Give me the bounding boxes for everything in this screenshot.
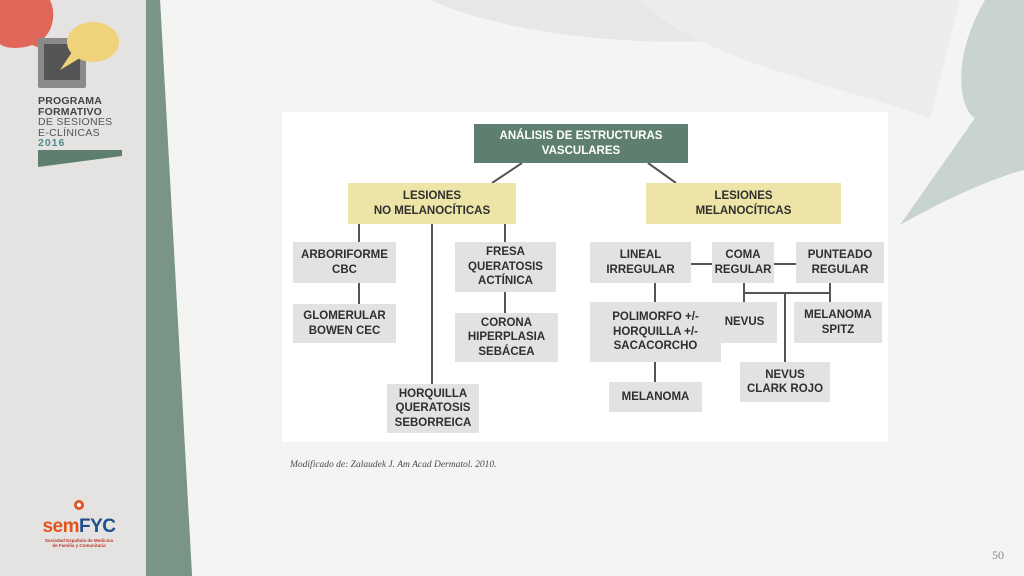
- node-punteado: PUNTEADO REGULAR: [796, 242, 884, 283]
- sidebar-stripe: [146, 0, 192, 576]
- program-underline: [38, 150, 122, 167]
- node-melanoma-spitz: MELANOMA SPITZ: [794, 302, 882, 343]
- semfyc-subtitle-2: de Familia y Comunitaria: [52, 543, 106, 548]
- node-polimorfo: POLIMORFO +/- HORQUILLA +/- SACACORCHO: [590, 302, 721, 362]
- node-horquilla: HORQUILLA QUERATOSIS SEBORREICA: [387, 384, 479, 433]
- node-melanoma: MELANOMA: [609, 382, 702, 412]
- node-corona: CORONA HIPERPLASIA SEBÁCEA: [455, 313, 558, 362]
- semfyc-wordmark-a: sem: [42, 516, 80, 537]
- diagram-panel: ANÁLISIS DE ESTRUCTURAS VASCULARES LESIO…: [282, 112, 888, 442]
- semfyc-emblem-icon: [74, 500, 84, 510]
- sidebar: [0, 0, 146, 576]
- figure-caption: Modificado de: Zalaudek J. Am Acad Derma…: [290, 460, 497, 470]
- diagram-connectors: [358, 162, 831, 384]
- node-arboriforme: ARBORIFORME CBC: [293, 242, 396, 283]
- semfyc-subtitle-1: Sociedad Española de Medicina: [44, 538, 114, 543]
- program-line-2: FORMATIVO: [38, 105, 103, 118]
- program-logo: [0, 0, 119, 88]
- page-number: 50: [992, 548, 1004, 562]
- node-fresa: FRESA QUERATOSIS ACTÍNICA: [455, 242, 556, 292]
- node-melanocytic: LESIONES MELANOCÍTICAS: [646, 183, 841, 224]
- node-no-melanocytic: LESIONES NO MELANOCÍTICAS: [348, 183, 516, 224]
- node-root: ANÁLISIS DE ESTRUCTURAS VASCULARES: [474, 124, 688, 163]
- node-nevus: NEVUS: [712, 302, 777, 343]
- node-nevus-clark: NEVUS CLARK ROJO: [740, 362, 830, 402]
- node-glomerular: GLOMERULAR BOWEN CEC: [293, 304, 396, 343]
- program-line-4: E-CLÍNICAS: [38, 126, 100, 139]
- semfyc-wordmark: semFYC: [36, 516, 122, 538]
- node-coma: COMA REGULAR: [712, 242, 774, 283]
- semfyc-logo: semFYC Sociedad Española de Medicina de …: [36, 498, 122, 548]
- semfyc-wordmark-b: FYC: [79, 516, 116, 537]
- program-title: PROGRAMA FORMATIVO DE SESIONES E-CLÍNICA…: [38, 96, 113, 149]
- program-year: 2016: [38, 137, 66, 149]
- program-line-3: DE SESIONES: [38, 116, 113, 128]
- node-lineal: LINEAL IRREGULAR: [590, 242, 691, 283]
- program-line-1: PROGRAMA: [38, 95, 103, 107]
